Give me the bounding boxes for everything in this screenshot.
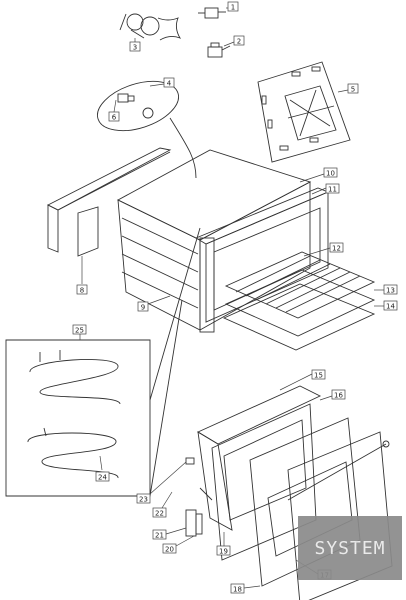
lamp-detail-part — [97, 80, 197, 179]
callout-label-14: 14 — [386, 303, 395, 311]
callout-label-21: 21 — [155, 532, 164, 540]
side-panel-part — [47, 147, 172, 257]
callout-label-25: 25 — [75, 327, 84, 335]
callout-4 — [149, 77, 175, 88]
callout-label-22: 22 — [155, 510, 164, 518]
callout-15 — [279, 369, 326, 391]
callout-10 — [299, 167, 338, 183]
callout-6 — [108, 99, 120, 122]
rear-panel-part — [257, 61, 351, 163]
selector-switch-part — [198, 7, 226, 19]
callout-3 — [129, 38, 141, 52]
heating-elements-inset — [5, 227, 201, 497]
callout-label-4: 4 — [167, 80, 172, 88]
callout-19 — [216, 532, 231, 556]
callout-13 — [374, 284, 398, 295]
callout-20 — [162, 535, 195, 554]
callout-label-18: 18 — [233, 586, 242, 594]
callout-16 — [319, 389, 346, 401]
callout-label-8: 8 — [80, 287, 84, 295]
callout-22 — [152, 491, 173, 518]
callout-label-16: 16 — [334, 392, 343, 400]
callout-2 — [223, 35, 245, 47]
callout-label-20: 20 — [165, 546, 174, 554]
callout-label-6: 6 — [112, 114, 117, 122]
callout-24 — [95, 455, 110, 482]
watermark-text: SYSTEM — [314, 538, 386, 559]
callout-1 — [226, 1, 239, 12]
callout-11 — [311, 183, 340, 195]
lamp-holder-part — [207, 42, 231, 58]
callout-5 — [337, 83, 359, 94]
callout-label-23: 23 — [139, 496, 148, 504]
oven-rack-part — [222, 251, 376, 351]
callout-label-11: 11 — [328, 186, 337, 194]
callout-21 — [152, 527, 187, 540]
callout-18 — [230, 583, 261, 594]
callout-label-9: 9 — [141, 304, 145, 312]
callout-14 — [374, 300, 398, 311]
callout-25 — [72, 324, 87, 340]
callout-label-3: 3 — [133, 44, 137, 52]
thermostat-part — [119, 13, 182, 41]
callout-label-10: 10 — [326, 170, 335, 178]
callout-12 — [303, 242, 344, 257]
callout-label-24: 24 — [98, 474, 107, 482]
hinge-parts — [185, 457, 213, 537]
callout-label-13: 13 — [386, 287, 395, 295]
callout-9 — [137, 295, 171, 312]
callout-label-19: 19 — [219, 548, 228, 556]
callout-label-12: 12 — [332, 245, 341, 253]
callout-label-15: 15 — [314, 372, 323, 380]
callout-label-2: 2 — [237, 38, 241, 46]
callout-23 — [136, 461, 187, 504]
callout-8 — [76, 256, 88, 295]
callout-label-1: 1 — [231, 4, 235, 12]
brand-watermark: SYSTEM — [298, 516, 402, 580]
callout-label-5: 5 — [351, 86, 355, 94]
